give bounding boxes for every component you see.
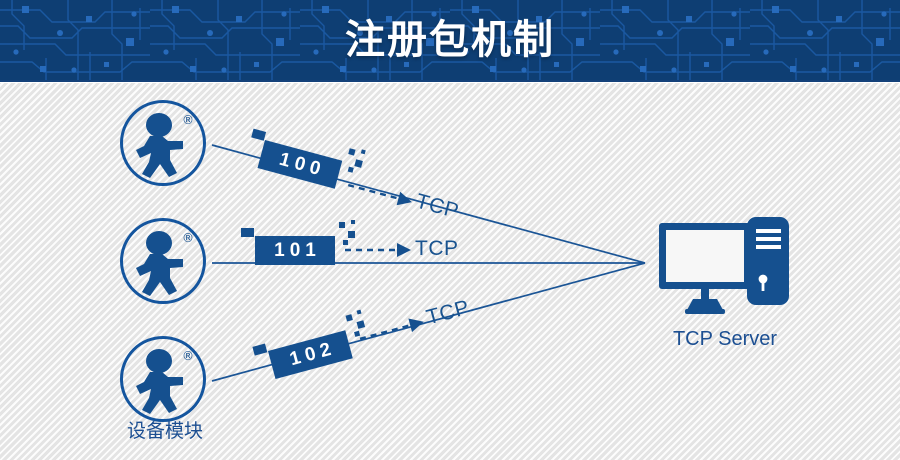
- dashed-arrow-101: [345, 243, 411, 257]
- person-badge-icon: ®: [136, 113, 194, 178]
- device-module-1[interactable]: ®: [120, 100, 212, 192]
- packet-tab-101: [241, 228, 254, 237]
- device-group-label: 设备模块: [126, 420, 203, 442]
- person-badge-icon: ®: [136, 231, 194, 296]
- circuit-pattern-background: [0, 0, 900, 82]
- dashed-arrow-102: [359, 318, 424, 340]
- server-label: TCP Server: [672, 328, 778, 350]
- header-divider: [0, 80, 900, 82]
- pixel-square-d: [351, 220, 355, 224]
- device-module-3[interactable]: ®: [120, 336, 212, 428]
- device-ring-3: [120, 336, 206, 422]
- page-title: 注册包机制: [345, 17, 555, 63]
- device-ring-2: [120, 218, 206, 304]
- protocol-label-101: TCP: [415, 237, 459, 260]
- pixel-square-a: [339, 222, 345, 228]
- dashed-arrow-100: [347, 183, 412, 206]
- header-banner: 注册包机制: [0, 0, 900, 82]
- registered-mark-2: ®: [182, 231, 194, 245]
- tcp-server-node[interactable]: [655, 215, 795, 325]
- pixel-square-b: [348, 231, 355, 238]
- diagram-canvas: ® ® ® 设备模块: [0, 83, 900, 460]
- device-ring-1: [120, 100, 206, 186]
- pixel-square-c: [343, 240, 348, 245]
- registered-mark-3: ®: [182, 349, 194, 363]
- device-module-2[interactable]: ®: [120, 218, 212, 310]
- registered-mark-1: ®: [182, 113, 194, 127]
- person-badge-icon: ®: [136, 349, 194, 414]
- packet-box-101[interactable]: 101: [255, 236, 335, 265]
- desktop-computer-icon: [659, 217, 789, 314]
